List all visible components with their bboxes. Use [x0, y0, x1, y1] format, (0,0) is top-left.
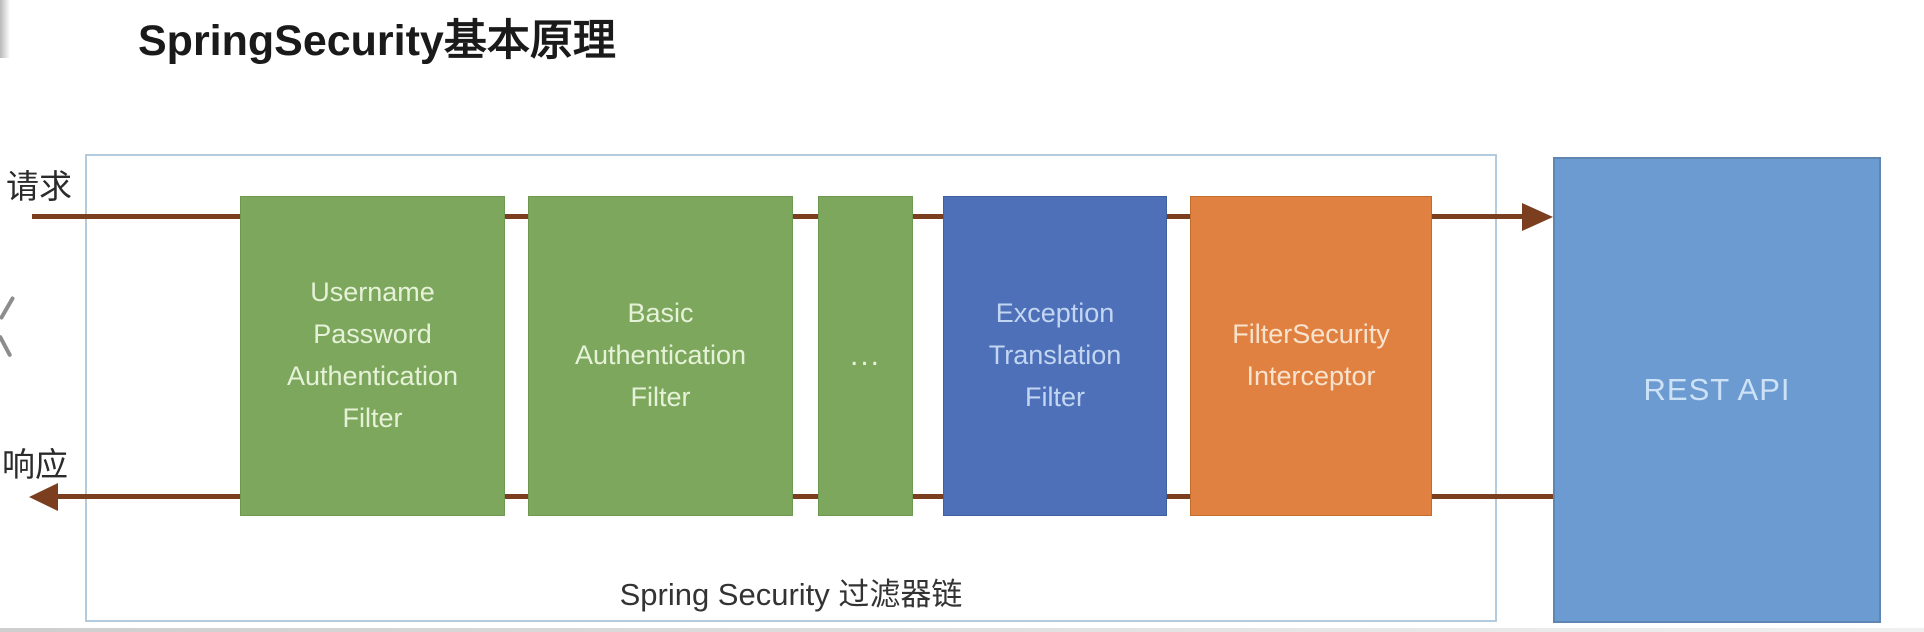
filter-box-exception-translation: Exception Translation Filter	[943, 196, 1167, 516]
response-arrow-line	[54, 494, 1553, 499]
filter-box-label: FilterSecurity Interceptor	[1232, 319, 1390, 391]
page-title: SpringSecurity基本原理	[138, 17, 616, 65]
ellipsis-label: ...	[849, 338, 881, 372]
rest-api-label: REST API	[1643, 372, 1791, 407]
rest-api-box: REST API	[1553, 157, 1881, 623]
filter-chain-caption: Spring Security 过滤器链	[619, 577, 963, 612]
filter-box-filter-security-interceptor: FilterSecurity Interceptor	[1190, 196, 1432, 516]
filter-box-more-filters: ...	[818, 196, 913, 516]
filter-box-basic-authentication: Basic Authentication Filter	[528, 196, 793, 516]
x-mark-stroke-lower	[0, 334, 13, 358]
screen-edge-artifact-bottom	[0, 628, 1924, 632]
filter-box-username-password-authentication: Username Password Authentication Filter	[240, 196, 505, 516]
filter-box-label: Exception Translation Filter	[988, 298, 1122, 412]
x-mark-stroke-upper	[0, 295, 16, 321]
request-label: 请求	[6, 167, 72, 206]
response-arrowhead-icon	[29, 483, 58, 511]
request-arrowhead-icon	[1522, 203, 1553, 231]
filter-box-label: Username Password Authentication Filter	[286, 277, 459, 433]
filter-box-label: Basic Authentication Filter	[574, 298, 747, 412]
filter-chain-container-box	[85, 154, 1497, 622]
screen-edge-artifact-top-left	[0, 0, 10, 58]
response-label: 响应	[2, 445, 68, 484]
